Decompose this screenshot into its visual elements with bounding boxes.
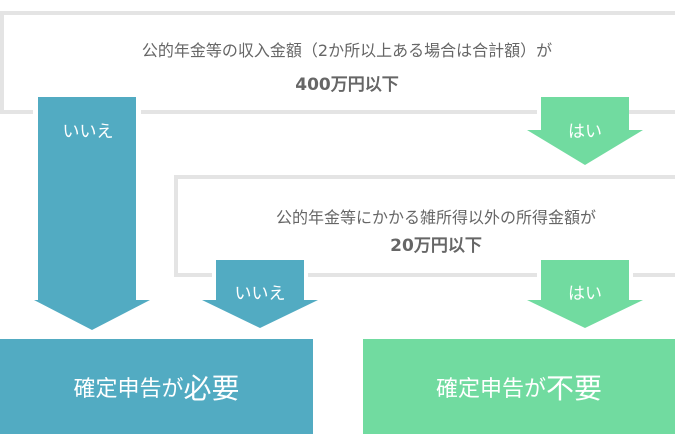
result-not-required-emphasis: 不要 — [546, 371, 603, 405]
result-filing-required: 確定申告が必要 — [0, 339, 313, 434]
q1-no-label: いいえ — [62, 122, 114, 142]
q2-no-arrow: いいえ — [198, 257, 322, 333]
result-not-required-prefix: 確定申告が — [435, 376, 546, 402]
q2-no-label: いいえ — [234, 284, 286, 304]
question-2-line-1: 公的年金等にかかる雑所得以外の所得金額が — [275, 208, 596, 227]
q1-no-arrow: いいえ — [30, 94, 154, 334]
result-filing-not-required: 確定申告が不要 — [363, 339, 675, 434]
q2-yes-arrow: はい — [523, 257, 647, 333]
q1-yes-label: はい — [568, 122, 602, 142]
question-2-line-2: 20万円以下 — [390, 236, 482, 256]
q2-yes-label: はい — [568, 284, 602, 304]
q1-yes-arrow: はい — [523, 94, 647, 170]
question-1-line-2: 400万円以下 — [295, 75, 399, 95]
result-required-prefix: 確定申告が — [73, 376, 184, 402]
question-1-line-1: 公的年金等の収入金額（2か所以上ある場合は合計額）が — [141, 41, 553, 60]
question-2-box: 公的年金等にかかる雑所得以外の所得金額が 20万円以下 — [174, 175, 675, 277]
question-1-box: 公的年金等の収入金額（2か所以上ある場合は合計額）が 400万円以下 — [0, 11, 675, 114]
result-required-emphasis: 必要 — [183, 371, 240, 405]
